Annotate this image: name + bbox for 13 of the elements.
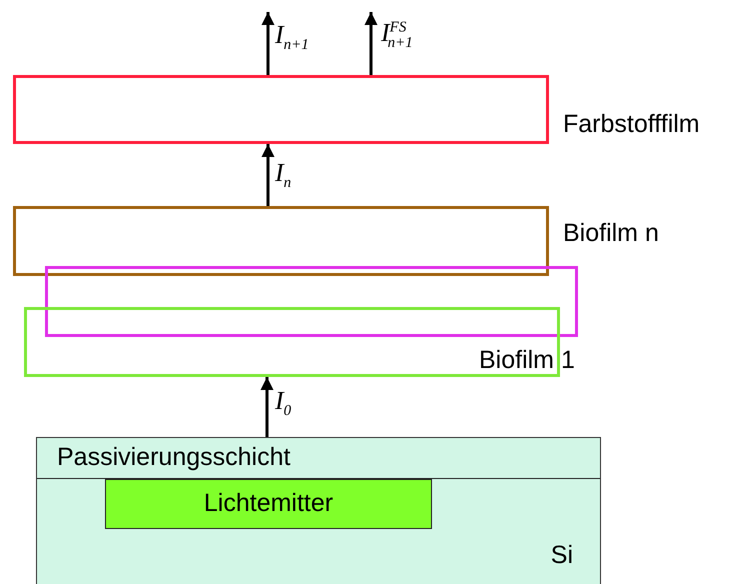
arrow [262, 12, 274, 75]
light-emitter [105, 479, 432, 529]
layer-label: Passivierungsschicht [57, 444, 290, 472]
layer-label: Farbstofffilm [563, 111, 700, 138]
arrow [260, 377, 274, 437]
layer-label: Biofilm n [563, 220, 659, 248]
arrow [364, 12, 378, 75]
substrate-label: Si [550, 542, 573, 569]
layer-label: Biofilm 1 [479, 347, 575, 374]
film-layer [45, 266, 578, 337]
arrow [262, 144, 274, 206]
emitter-label: Lichtemitter [204, 490, 334, 518]
substrate-block [36, 437, 601, 584]
